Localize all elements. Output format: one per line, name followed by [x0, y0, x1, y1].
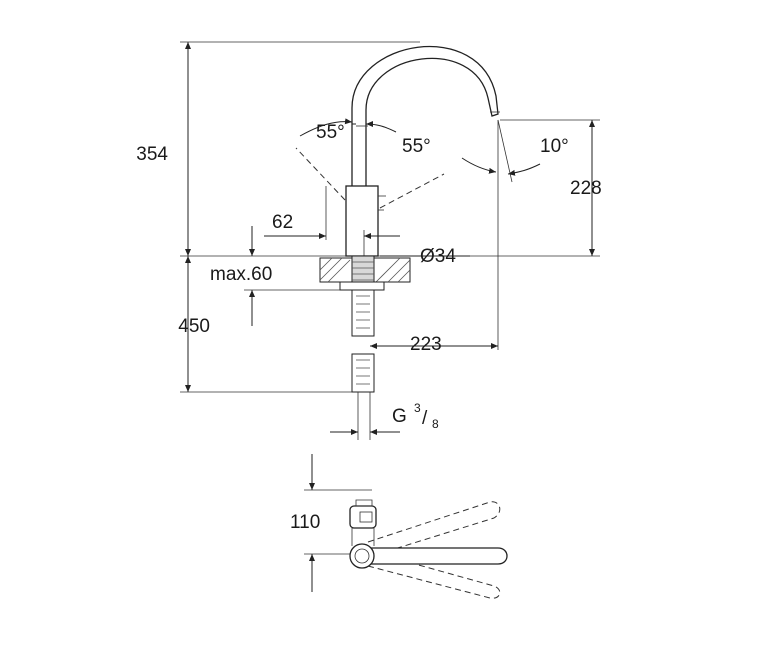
side-view: 354 450 55° 55°	[136, 41, 602, 440]
angle-10: 10°	[540, 136, 569, 157]
dimension-62: 62	[272, 212, 293, 233]
connection-slash: /	[422, 408, 428, 429]
dimension-110: 110	[290, 512, 320, 533]
spout	[351, 46, 500, 189]
lever-angle-lines	[295, 118, 445, 209]
dimension-223: 223	[410, 334, 442, 355]
faucet-body	[345, 185, 386, 257]
dimension-228: 228	[570, 178, 602, 199]
lever-offset-dimension	[264, 186, 400, 256]
dimension-diameter-34: Ø34	[420, 246, 456, 267]
angle-55-left: 55°	[316, 122, 345, 143]
connection-denominator: 8	[432, 417, 439, 431]
lever-swing-positions	[367, 501, 501, 599]
threaded-rod	[351, 289, 375, 440]
connection-thread-label: G 3 / 8	[392, 401, 439, 431]
connection-prefix: G	[392, 406, 407, 427]
lever-handle	[349, 543, 508, 569]
connection-numerator: 3	[414, 401, 421, 415]
top-view: 110	[290, 454, 508, 599]
deck-mounting	[319, 255, 411, 291]
dimension-450: 450	[178, 316, 210, 337]
spout-head-top	[349, 499, 377, 546]
dimension-max-60: max.60	[210, 264, 272, 285]
dimension-354: 354	[136, 144, 168, 165]
spout-tilt-indicator	[461, 119, 600, 350]
height-dimension-line	[180, 41, 600, 393]
deck-thickness-dimension	[244, 226, 340, 326]
angle-55-right: 55°	[402, 136, 431, 157]
